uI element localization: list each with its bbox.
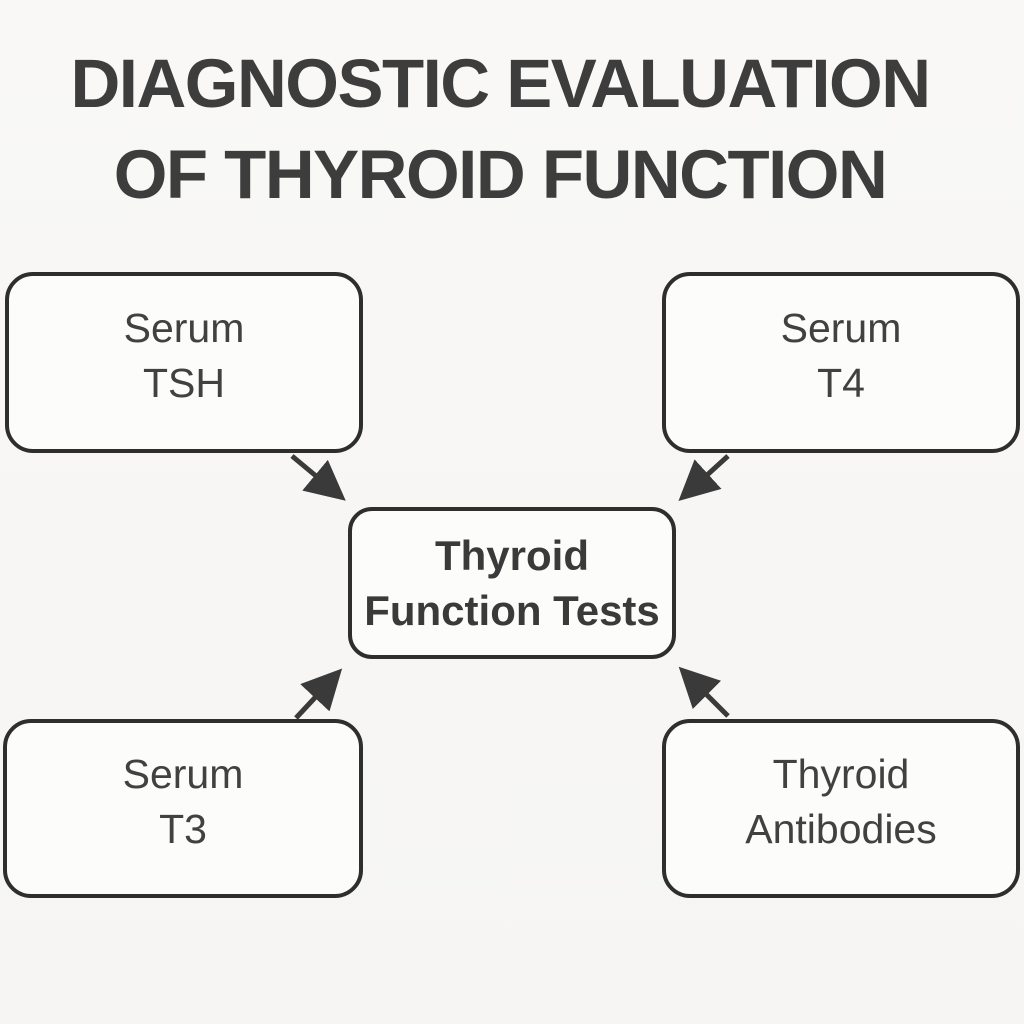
page-title: DIAGNOSTIC EVALUATION OF THYROID FUNCTIO… xyxy=(0,38,1000,220)
arrow-t4-to-center xyxy=(678,454,730,502)
node-serum-t3: Serum T3 xyxy=(3,719,363,898)
node-label: Thyroid xyxy=(772,751,910,798)
title-line-1: DIAGNOSTIC EVALUATION xyxy=(70,45,931,122)
node-thyroid-antibodies: Thyroid Antibodies xyxy=(662,719,1020,898)
node-label: Antibodies xyxy=(745,805,937,852)
arrow-antibodies-to-center xyxy=(678,666,730,718)
node-label: Serum xyxy=(780,305,902,352)
title-line-2: OF THYROID FUNCTION xyxy=(113,136,888,214)
node-thyroid-function-tests: Thyroid Function Tests xyxy=(348,507,676,659)
node-label: Serum xyxy=(123,305,245,352)
node-label: TSH xyxy=(143,359,225,406)
node-serum-t4: Serum T4 xyxy=(662,272,1020,453)
node-serum-tsh: Serum TSH xyxy=(5,272,363,453)
arrow-t3-to-center xyxy=(294,668,343,720)
node-label: Function Tests xyxy=(364,587,660,634)
arrow-tsh-to-center xyxy=(290,454,346,501)
node-label: T4 xyxy=(817,359,865,406)
node-label: Serum xyxy=(122,751,244,798)
node-label: Thyroid xyxy=(435,531,589,579)
node-label: T3 xyxy=(159,805,207,852)
